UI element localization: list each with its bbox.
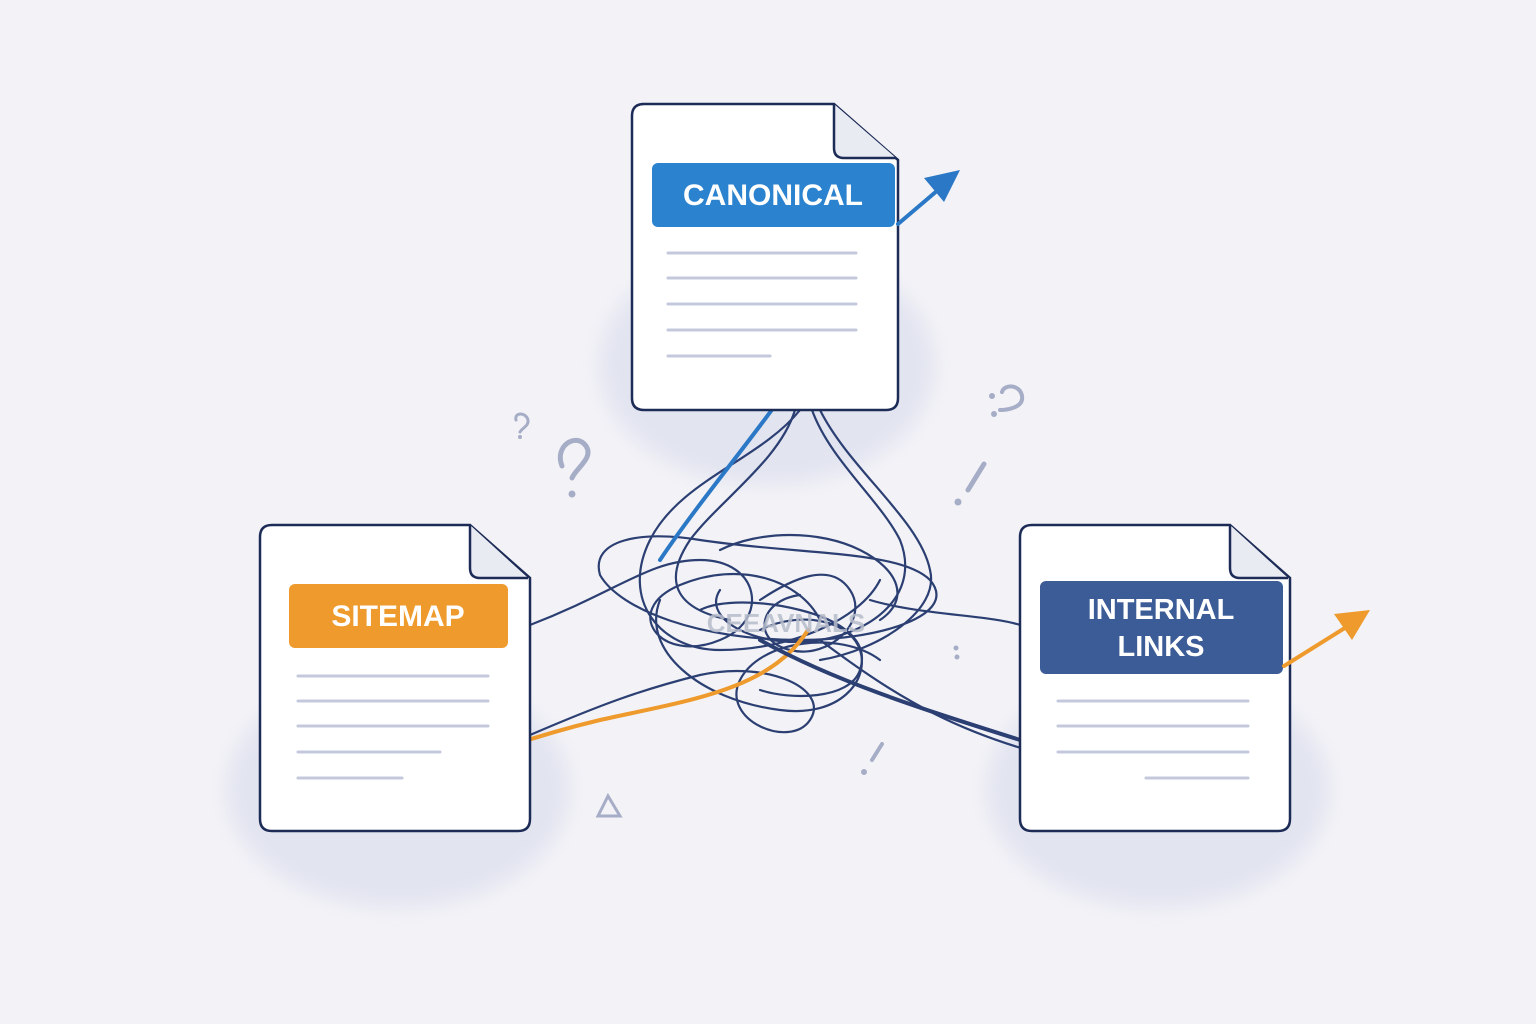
document-internal-links: INTERNAL LINKS xyxy=(1018,523,1292,833)
internal-links-label-line2: LINKS xyxy=(1118,631,1205,663)
tangled-links xyxy=(528,408,1067,762)
arrowhead-icon xyxy=(924,170,960,202)
document-text-lines xyxy=(666,251,858,358)
question-mark-icon xyxy=(514,412,530,439)
tangle-line xyxy=(528,641,882,737)
internal-links-label-line1: INTERNAL xyxy=(1088,594,1235,626)
exclamation-mark-icon xyxy=(954,461,987,506)
tangle-line xyxy=(674,408,797,622)
document-text-lines xyxy=(296,674,490,780)
document-sitemap: SITEMAP xyxy=(258,523,532,833)
exclamation-mark-icon xyxy=(861,742,884,775)
colon-mark-icon xyxy=(953,645,960,660)
document-canonical: CANONICAL xyxy=(630,102,900,412)
tangle-line xyxy=(758,573,857,653)
tangle-line xyxy=(597,535,938,642)
document-text-lines xyxy=(1056,699,1250,780)
folded-corner xyxy=(832,104,896,160)
canonical-label: CANONICAL xyxy=(683,179,863,212)
tangle-line xyxy=(698,601,863,698)
tangle-line xyxy=(528,558,822,648)
arrowhead-icon xyxy=(1334,610,1370,640)
triangle-mark-icon xyxy=(595,792,623,818)
folded-corner xyxy=(468,525,528,580)
center-label: CEEAVNALS xyxy=(707,608,865,638)
canonical-label-bg xyxy=(652,163,895,227)
tangle-line xyxy=(718,533,899,622)
sitemap-label: SITEMAP xyxy=(331,600,464,633)
question-mark-icon xyxy=(989,384,1025,417)
canonical-outbound-arrow xyxy=(896,170,960,226)
question-mark-icon xyxy=(557,438,591,498)
sitemap-label-bg xyxy=(289,584,508,648)
tangle-line xyxy=(868,598,1022,627)
tangle-line xyxy=(655,598,863,713)
folded-corner xyxy=(1228,525,1288,580)
tangle-line xyxy=(818,408,933,662)
confusion-marks xyxy=(514,384,1025,818)
internal-links-label-bg xyxy=(1040,581,1283,674)
internal-links-outbound-arrow xyxy=(1282,610,1370,668)
